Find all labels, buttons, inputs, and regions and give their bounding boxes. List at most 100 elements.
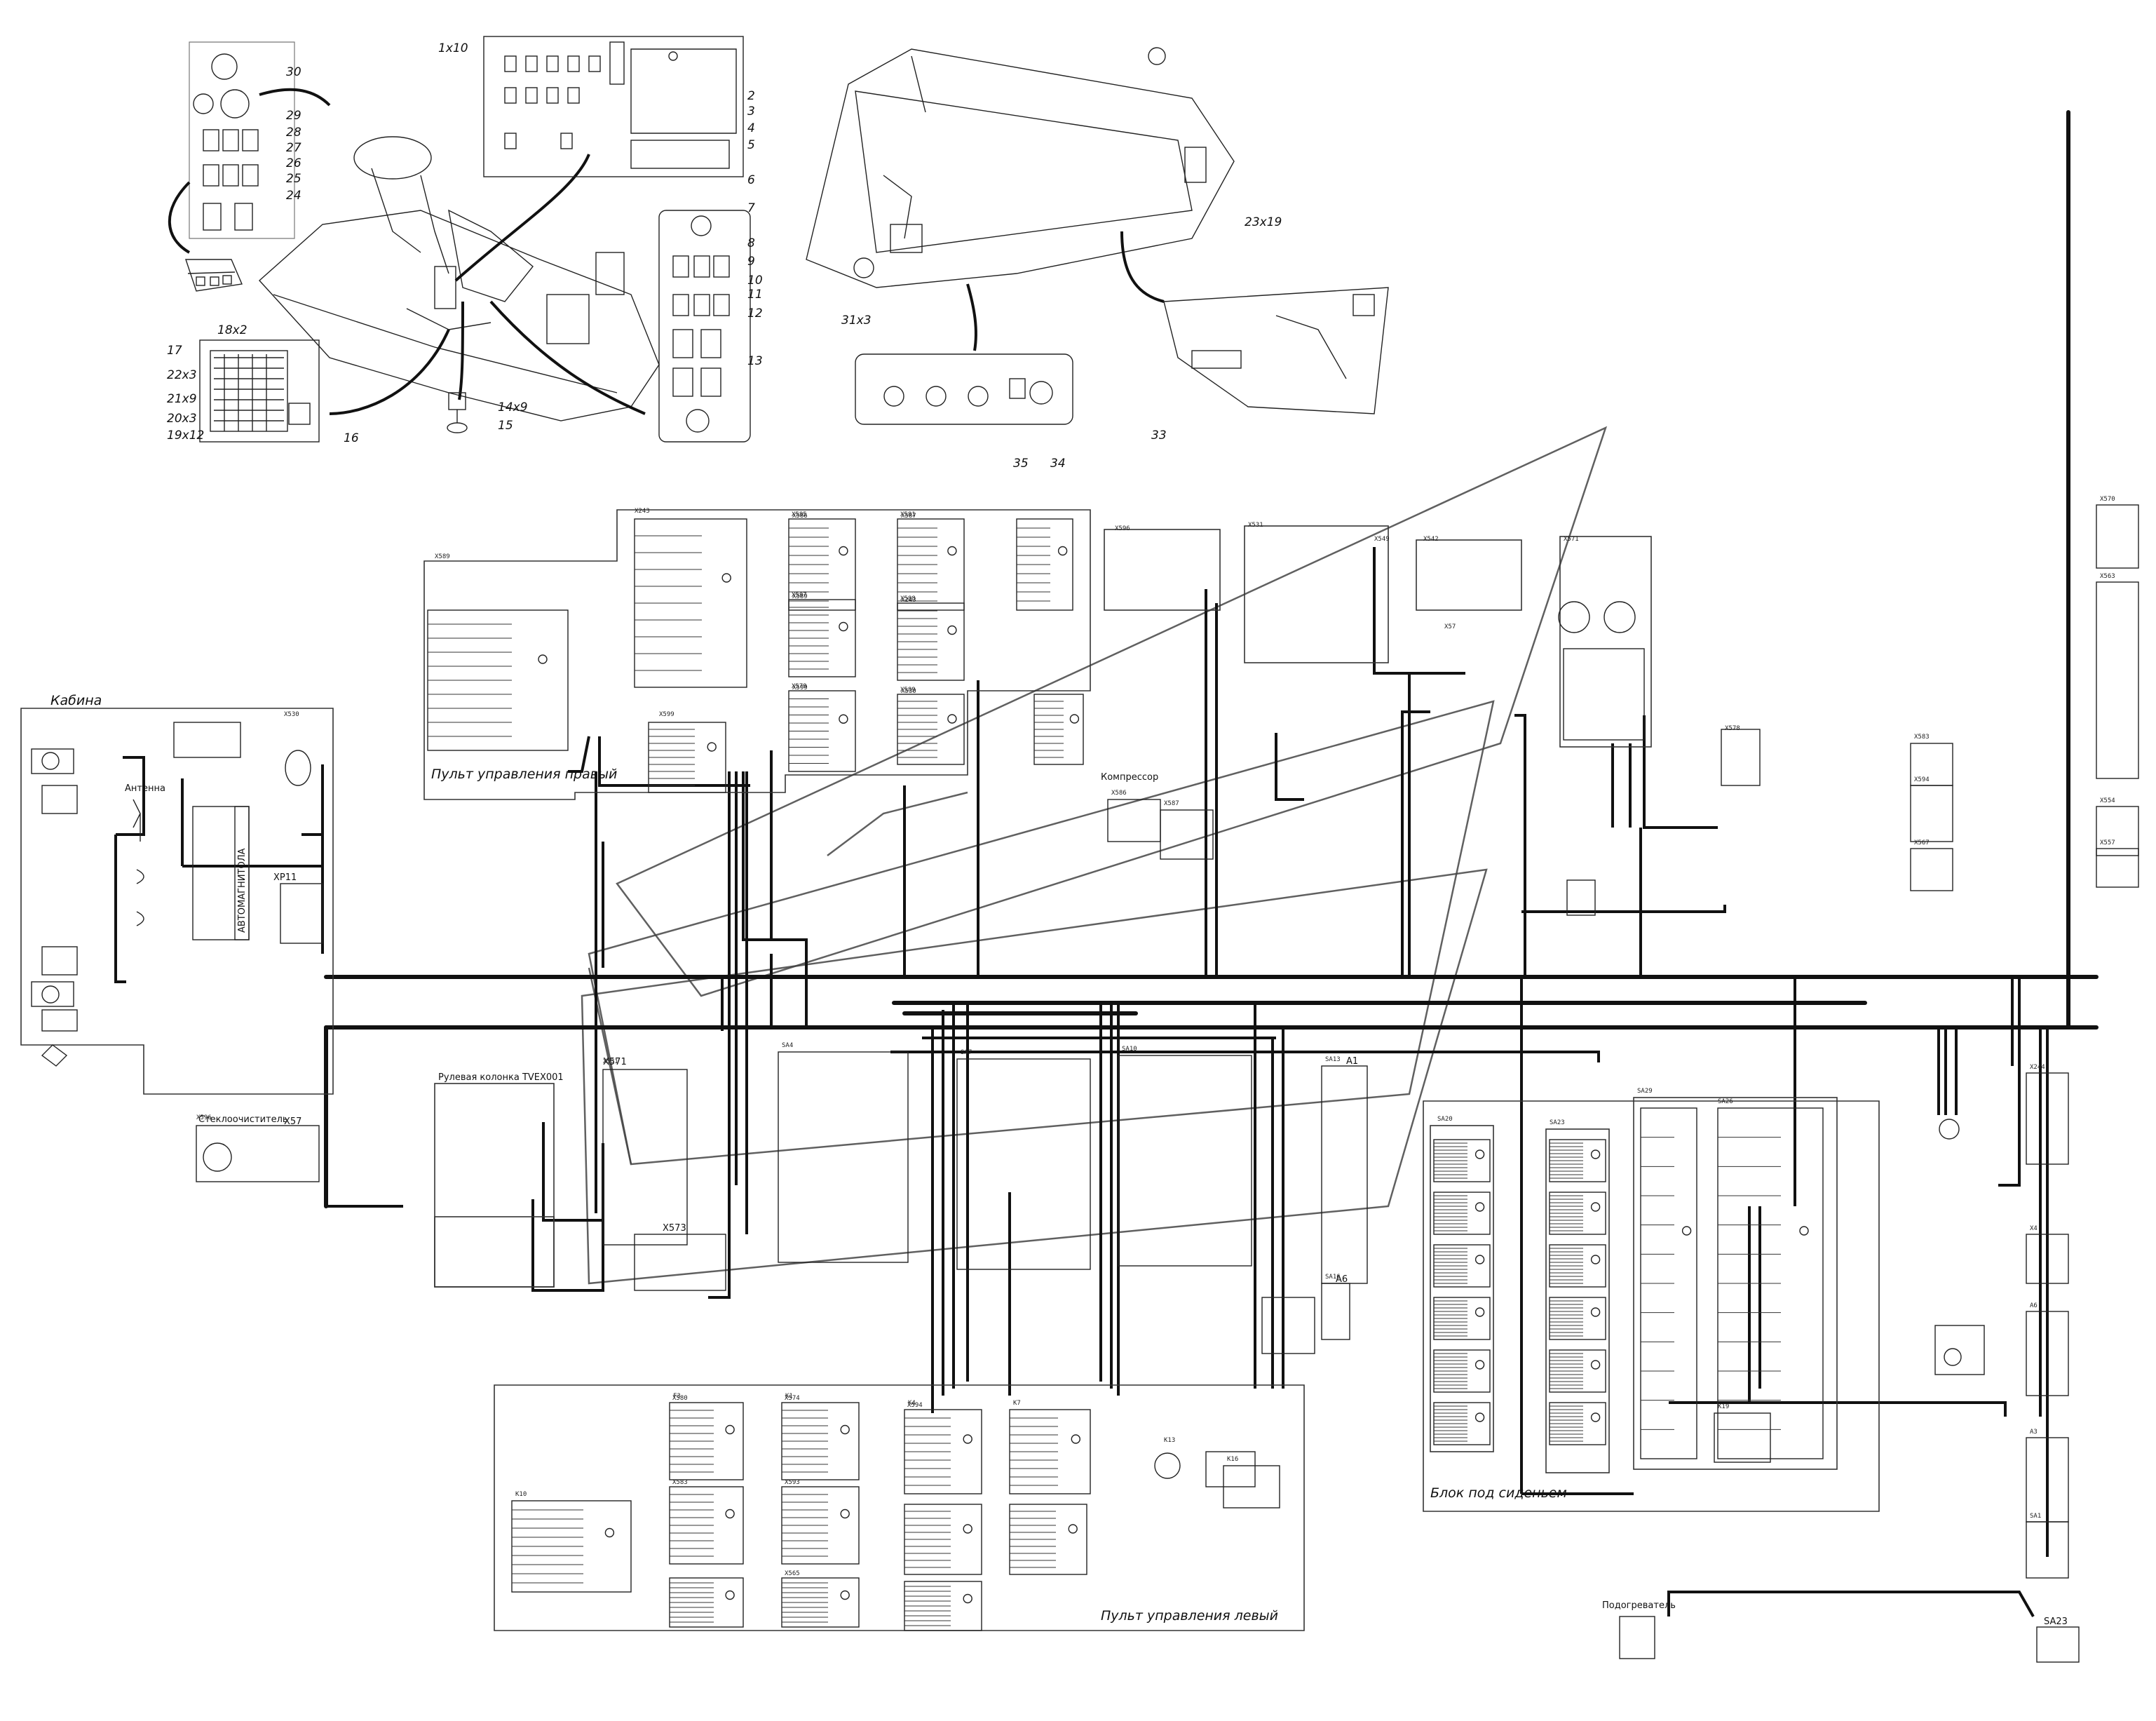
- switch-module: [1549, 1139, 1606, 1182]
- switch-module: [904, 1504, 982, 1575]
- switch-module: X593: [781, 1479, 860, 1565]
- module-label: X588: [900, 595, 916, 602]
- switch-module: X574: [781, 1395, 860, 1480]
- callout-label: 23x19: [1245, 215, 1282, 229]
- callout-label: 25: [286, 172, 301, 186]
- switch-module: [1433, 1139, 1491, 1182]
- cab-floor-illustration: [1163, 287, 1389, 414]
- connector-designation: K7: [1013, 1400, 1021, 1407]
- callout-label: 2: [747, 89, 755, 103]
- callout-label: 19x12: [167, 428, 204, 443]
- connector-label: XP11: [273, 872, 297, 883]
- connector-designation: A6: [2030, 1302, 2038, 1309]
- connector-designation: X244: [2030, 1064, 2045, 1071]
- callout-label: 28: [286, 126, 301, 140]
- connector-designation: X578: [1725, 725, 1740, 732]
- connector-designation: X530: [901, 688, 916, 695]
- connector-designation: SA7: [961, 1049, 972, 1056]
- left-panel-label: Пульт управления левый: [1101, 1608, 1278, 1624]
- module-label: X580: [672, 1395, 688, 1402]
- cab-roof-illustration: [806, 47, 1235, 351]
- connector-designation: F3: [673, 1393, 681, 1400]
- callout-label: 7: [747, 201, 755, 215]
- connector-designation: X567: [1914, 839, 1930, 846]
- connector-designation: X549: [1374, 536, 1390, 543]
- connector-designation: X571: [1564, 536, 1579, 543]
- callout-label: 15: [498, 419, 513, 433]
- connector-designation: K13: [1164, 1437, 1175, 1444]
- connector-label: A1: [1346, 1056, 1358, 1067]
- callout-label: 29: [286, 109, 301, 123]
- right-panel-label: Пульт управления правый: [431, 767, 617, 782]
- connector-designation: X4: [2030, 1225, 2038, 1232]
- connector-designation: SA10: [1122, 1046, 1137, 1053]
- callout-label: 35: [1013, 457, 1029, 471]
- wiper-block: Стеклоочиститель X57: [196, 1114, 320, 1182]
- fuse-relay-blocks: A1 A6: [778, 1051, 1368, 1340]
- watermark-arrows: [581, 426, 1608, 1285]
- switch-module: [511, 1500, 632, 1593]
- module-label: X589: [900, 687, 916, 694]
- callout-label: 9: [747, 255, 755, 269]
- switch-module: X581: [897, 511, 965, 611]
- main-harness: [114, 110, 2099, 1617]
- connector-designation: SA4: [782, 1042, 793, 1049]
- callout-label: 6: [747, 173, 755, 187]
- switch-module: X587: [788, 592, 856, 677]
- switch-module: X580: [669, 1395, 744, 1480]
- switch-module: [1549, 1297, 1606, 1340]
- steering-column-block: Рулевая колонка TVEX001 X571 X573: [438, 1057, 726, 1291]
- module-label: X587: [792, 592, 807, 599]
- callout-label: 14x9: [498, 400, 528, 414]
- connector-designation: X243: [901, 597, 916, 604]
- callout-label: 3: [747, 104, 755, 119]
- connector-designation: SA23: [1550, 1119, 1565, 1126]
- callout-label: 33: [1151, 428, 1167, 443]
- connector-designation: X589: [792, 593, 808, 600]
- callout-label: 16: [344, 431, 359, 445]
- callout-label: 31x3: [841, 313, 872, 328]
- connector-designation: X531: [603, 1058, 618, 1065]
- connector-designation: X243: [635, 508, 650, 515]
- cabin-contents: АВТОМАГНИТОЛА Антенна XP11: [31, 722, 323, 1067]
- callout-label: 30: [286, 65, 301, 79]
- switch-module: [1549, 1192, 1606, 1235]
- under-seat-label: Блок под сиденьем: [1430, 1485, 1567, 1501]
- connector-designation: X583: [1914, 734, 1930, 741]
- misc-top-blocks: Компрессор: [1101, 601, 1771, 1509]
- module-label: X585: [792, 511, 807, 518]
- callout-label: 11: [747, 288, 763, 302]
- callout-label: 5: [747, 138, 755, 152]
- switch-module: [1009, 1409, 1091, 1494]
- module-label: X574: [785, 1395, 800, 1402]
- connector-label: SA23: [2044, 1617, 2068, 1627]
- switch-module: X589: [897, 687, 965, 765]
- switch-module: [1640, 1107, 1697, 1459]
- connector-designation: X599: [659, 711, 674, 718]
- module-label: X594: [907, 1402, 923, 1409]
- armrest-switch-column: [658, 210, 751, 443]
- callout-label: 34: [1050, 457, 1066, 471]
- switch-module: [1549, 1402, 1606, 1445]
- switch-module: [1433, 1192, 1491, 1235]
- switch-module: [1433, 1297, 1491, 1340]
- switch-module: [634, 518, 747, 688]
- switch-module: [1033, 694, 1084, 765]
- module-label: X581: [900, 511, 916, 518]
- switch-module: [1717, 1107, 1824, 1459]
- connector-designation: A3: [2030, 1429, 2038, 1436]
- switch-module: [648, 722, 726, 793]
- module-label: X593: [785, 1479, 800, 1486]
- wiper-label: Стеклоочиститель: [198, 1114, 288, 1125]
- switch-module: X594: [904, 1402, 982, 1494]
- top-illustrations: 30 29 28 27 26 25 24 1x10 2 3 4 5 6 7 8 …: [167, 36, 1389, 471]
- connector-designation: X586: [1111, 790, 1127, 797]
- callout-label: 17: [167, 344, 182, 358]
- switch-module: [1016, 518, 1073, 611]
- switch-module: [1433, 1402, 1491, 1445]
- callout-label: 26: [286, 156, 301, 170]
